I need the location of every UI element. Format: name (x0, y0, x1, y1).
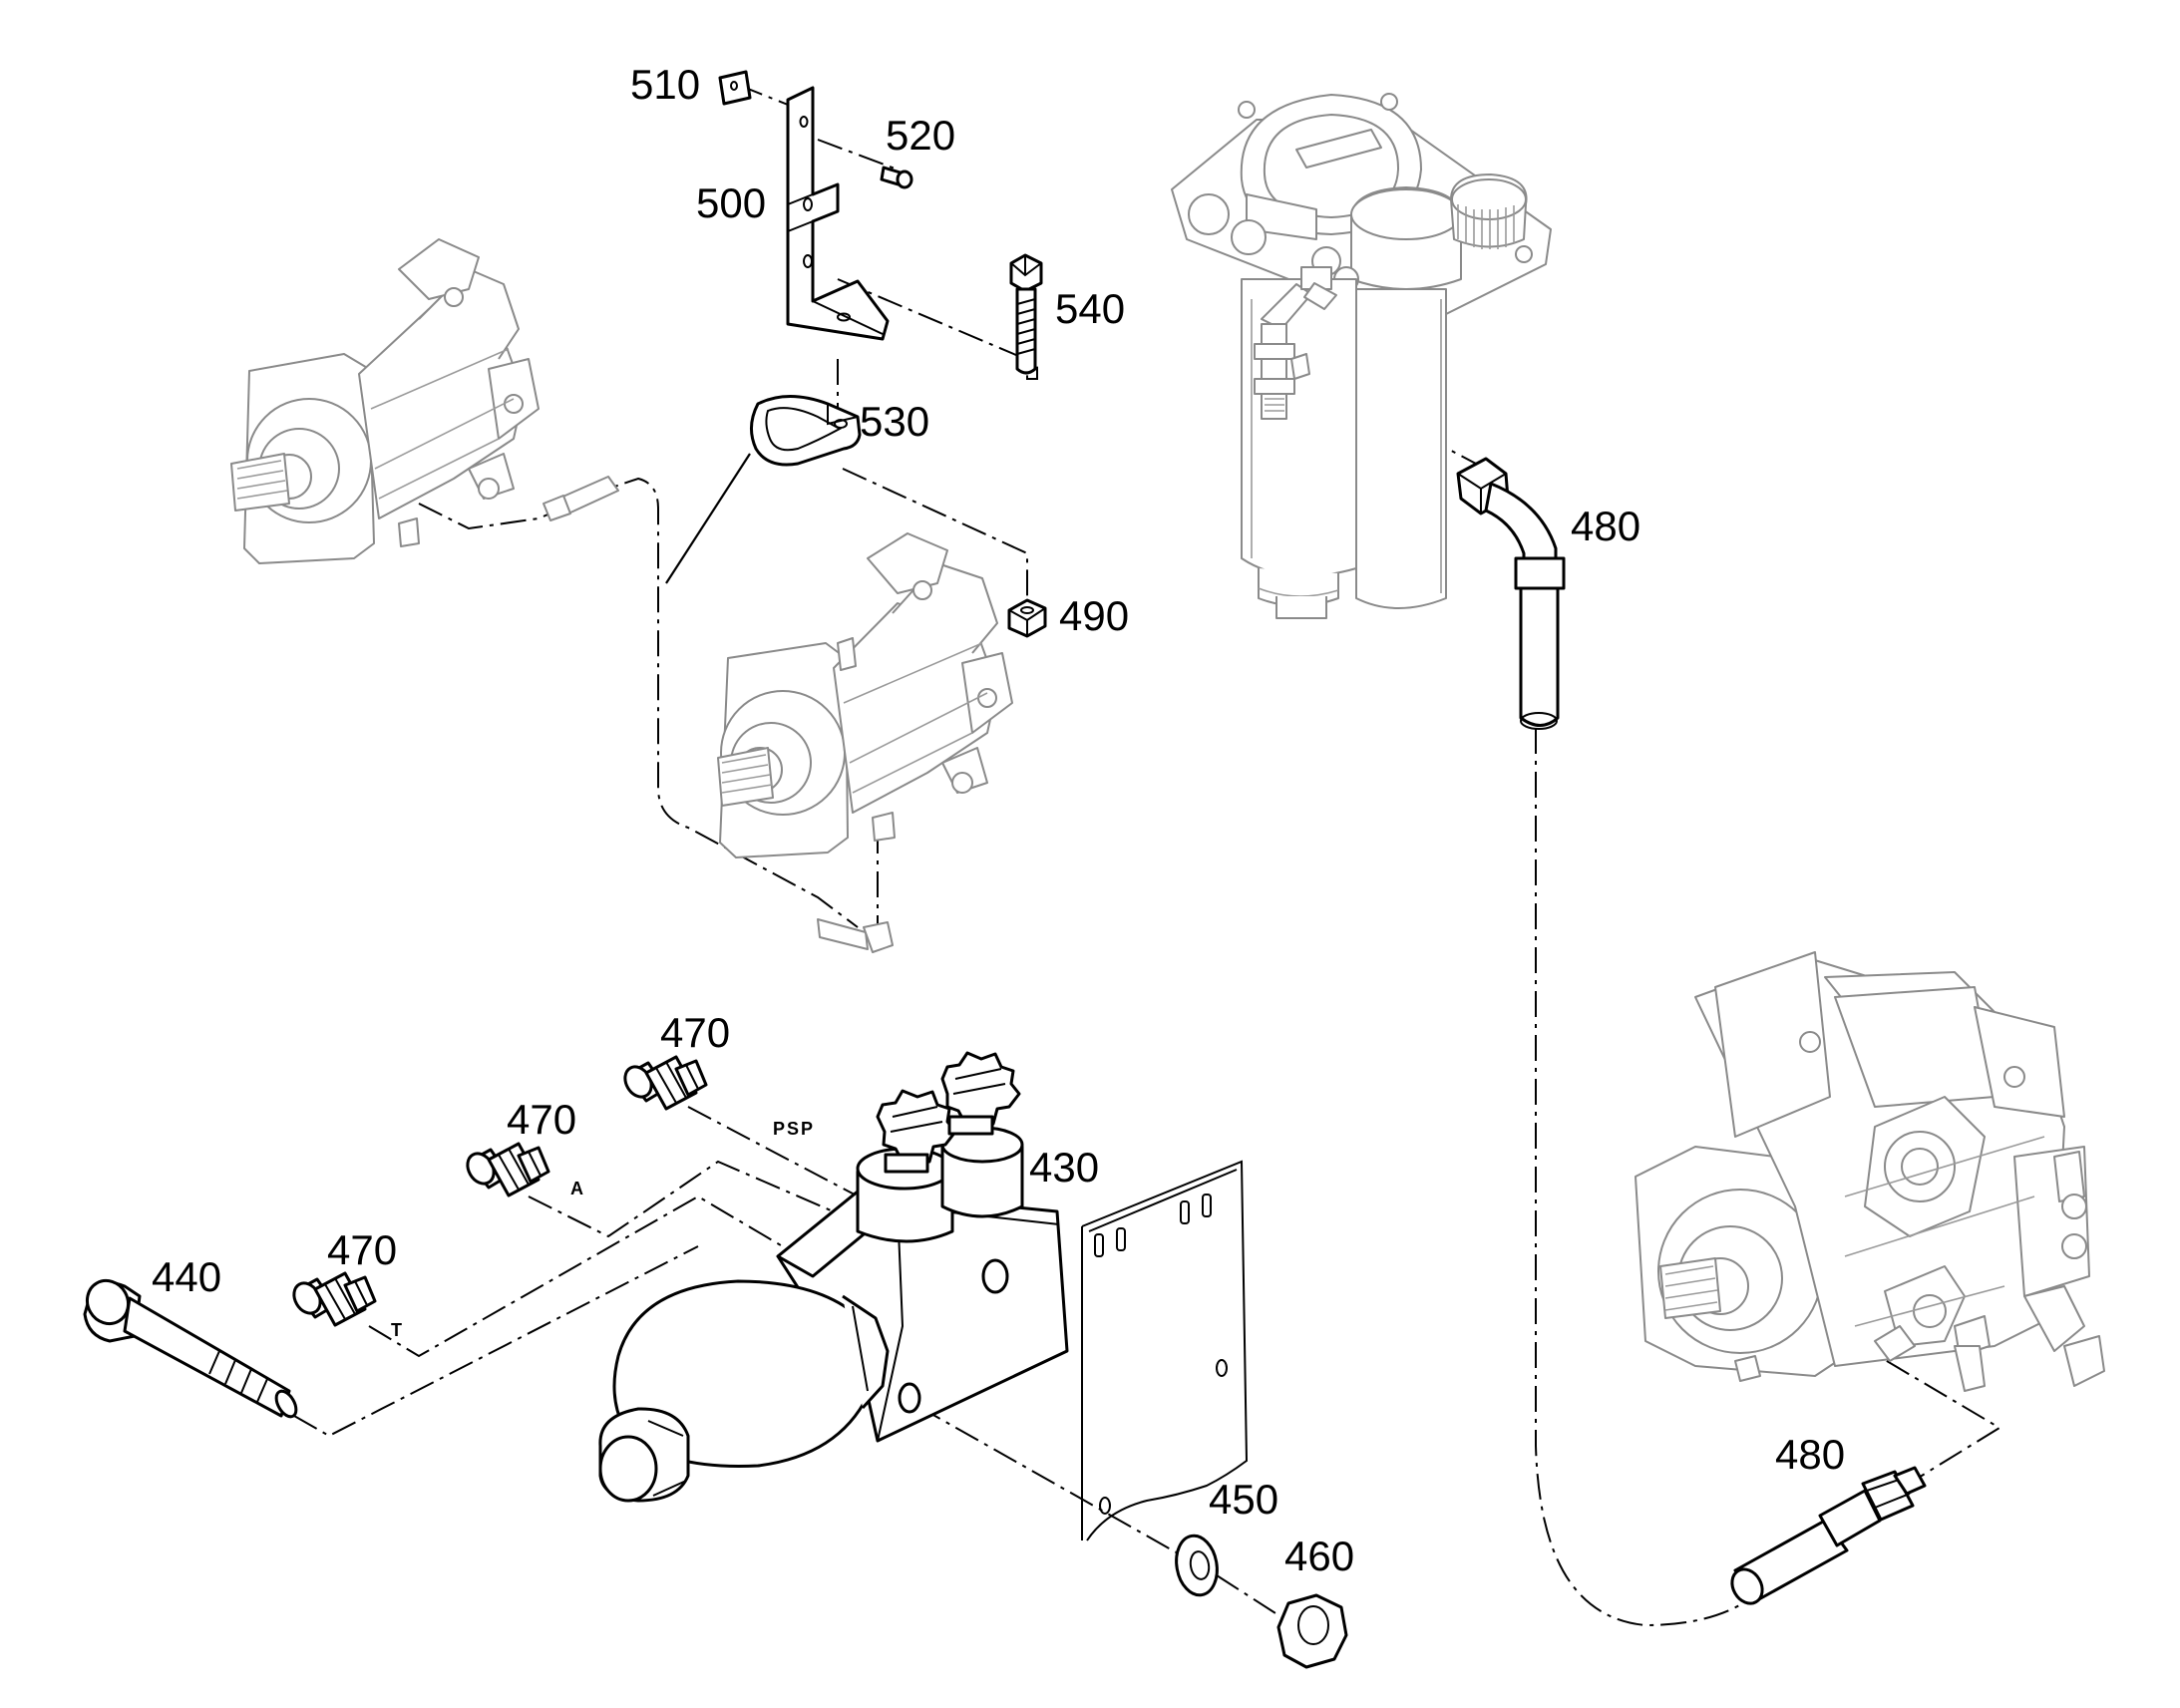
washer-450 (1175, 1534, 1219, 1597)
callout-450: 450 (1209, 1476, 1278, 1523)
leader-520 (817, 139, 899, 171)
fitting-470-top (623, 1055, 708, 1111)
leader-t (368, 1195, 809, 1358)
bracket-500 (786, 86, 890, 341)
callout-430: 430 (1029, 1144, 1099, 1191)
nut-490 (1007, 598, 1047, 638)
leader-440 (293, 1245, 699, 1438)
callout-470-mid: 470 (507, 1096, 576, 1143)
callout-labels: 510 520 500 540 530 490 480 480 470 470 … (152, 61, 1845, 1579)
port-label-a: A (570, 1179, 585, 1198)
leader-530-to-490 (842, 468, 1028, 598)
leader-450-to-460 (1216, 1574, 1287, 1621)
callout-530: 530 (860, 398, 929, 445)
callout-500: 500 (696, 179, 766, 226)
clamp-530 (750, 395, 862, 467)
callout-480-lower: 480 (1775, 1431, 1845, 1478)
callout-470-top: 470 (660, 1009, 730, 1056)
nut-460 (1276, 1593, 1348, 1669)
hydraulic-pump (1635, 951, 2105, 1392)
hydraulic-motor-middle (717, 532, 1013, 953)
hose-480-lower (1730, 1466, 1927, 1605)
leader-psp (687, 1106, 869, 1202)
bolt-440 (83, 1278, 298, 1419)
callout-540: 540 (1055, 285, 1125, 332)
hydraulic-filter (1171, 93, 1552, 619)
callout-480-upper: 480 (1571, 503, 1640, 549)
leader-motor-top-to-motor-mid (418, 477, 859, 928)
leader-480-hose-down (1535, 728, 1756, 1627)
callout-460: 460 (1284, 1533, 1354, 1579)
accumulator (598, 1279, 890, 1503)
callout-520: 520 (886, 112, 955, 159)
hydraulic-motor-upper (230, 238, 619, 564)
clip-510 (718, 70, 752, 106)
callout-490: 490 (1059, 592, 1129, 639)
fitting-470-low (292, 1271, 377, 1327)
callout-470-low: 470 (327, 1226, 397, 1273)
port-label-t: T (391, 1320, 404, 1340)
leader-a (528, 1160, 869, 1238)
screw-520 (880, 166, 913, 189)
leader-530-solid (665, 453, 751, 584)
callout-510: 510 (630, 61, 700, 108)
callout-440: 440 (152, 1253, 221, 1300)
valve-block-430 (776, 1051, 1069, 1443)
hose-480-upper (1456, 457, 1566, 730)
fitting-470-mid (466, 1142, 550, 1197)
leader-block-to-450 (916, 1405, 1218, 1576)
port-label-psp: PSP (773, 1119, 815, 1139)
bolt-540 (1009, 253, 1043, 375)
leader-lines (293, 84, 2001, 1627)
mounting-plate (1081, 1160, 1249, 1541)
leader-540 (837, 278, 1038, 380)
